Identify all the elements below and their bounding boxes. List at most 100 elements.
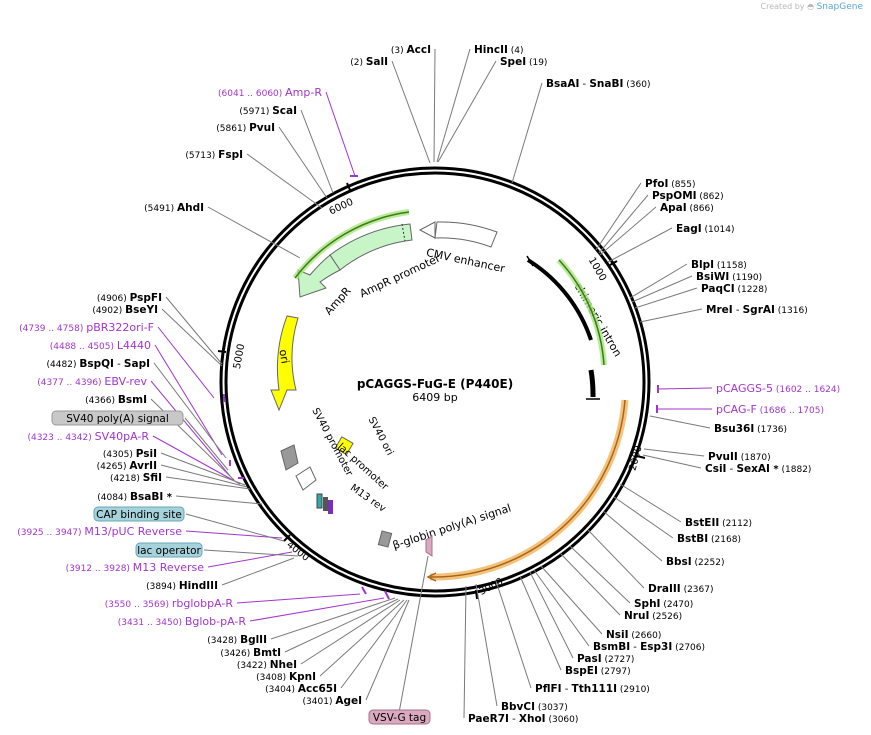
plasmid-length: 6409 bp xyxy=(412,391,457,404)
site-label-pspomi: PspOMI (862) xyxy=(652,190,724,202)
site-label-hindiii: (3894) HindIII xyxy=(146,580,218,592)
site-label-ebv-rev: (4377 .. 4396) EBV-rev xyxy=(37,375,147,388)
leader-line xyxy=(270,597,396,640)
leader-line xyxy=(511,82,543,184)
site-label-sali: (2) SalI xyxy=(350,56,388,68)
site-label-apai: ApaI (866) xyxy=(660,202,714,214)
leader-line xyxy=(150,380,231,477)
leader-line xyxy=(152,435,241,485)
leader-line xyxy=(634,287,698,309)
leader-line xyxy=(475,583,498,707)
leader-line xyxy=(207,206,301,259)
site-label-kpni: (3408) KpnI xyxy=(256,671,316,683)
feature-beta-globin-polya[interactable]: β-globin poly(A) signal xyxy=(377,502,513,553)
site-label-bglob-pa-r: (3431 .. 3450) Bglob-pA-R xyxy=(118,615,247,628)
leader-line xyxy=(540,565,603,635)
site-label-bsabi: (4084) BsaBI * xyxy=(97,491,173,503)
svg-text:lac operator: lac operator xyxy=(137,545,201,557)
snapgene-logo-icon: ◓ xyxy=(807,2,815,11)
site-label-pspfi: (4906) PspFI xyxy=(97,292,162,304)
leader-line xyxy=(437,60,497,163)
leader-line xyxy=(598,194,649,254)
site-label-bsaai: BsaAI - SnaBI (360) xyxy=(546,78,650,90)
svg-text:CAP binding site: CAP binding site xyxy=(96,509,182,521)
boxed-label-vsv-g-tag: VSV-G tag xyxy=(368,709,431,725)
leader-line xyxy=(391,60,431,164)
leader-line xyxy=(436,48,471,163)
leader-line xyxy=(495,580,532,689)
site-label-nsii: NsiI (2660) xyxy=(606,629,661,641)
feature-label-beta-globin-polya: β-globin poly(A) signal xyxy=(391,502,513,553)
leader-line xyxy=(184,417,229,471)
leader-line xyxy=(399,555,429,711)
leader-line xyxy=(221,557,295,586)
site-label-pvuii: PvuII (1870) xyxy=(708,451,771,463)
leader-line xyxy=(529,571,574,659)
site-label-bspei: BspEI (2797) xyxy=(565,665,631,677)
site-label-sfii: (4218) SfiI xyxy=(110,472,162,484)
feature-label-sv40-ori: SV40 ori xyxy=(366,415,395,457)
site-label-bstbi: BstBI (2168) xyxy=(677,533,741,545)
leader-line xyxy=(284,598,399,653)
leader-line xyxy=(161,308,223,367)
watermark-prefix: Created by xyxy=(760,2,805,11)
leader-line xyxy=(559,552,621,616)
site-label-acc65i: (3404) Acc65I xyxy=(265,683,337,695)
site-label-l4440: (4488 .. 4505) L4440 xyxy=(50,339,151,352)
site-label-nrui: NruI (2526) xyxy=(624,610,682,622)
leader-line xyxy=(629,263,688,299)
leader-line xyxy=(463,585,467,719)
tick-label-5000: 5000 xyxy=(232,343,247,370)
leader-line xyxy=(153,362,227,459)
leader-line xyxy=(607,227,673,263)
site-label-amp-r: (6041 .. 6060) Amp-R xyxy=(218,86,322,99)
site-label-sv40pa-r: (4323 .. 4342) SV40pA-R xyxy=(27,430,149,443)
leader-line xyxy=(300,109,334,194)
svg-text:VSV-G tag: VSV-G tag xyxy=(373,712,426,724)
leader-line xyxy=(533,569,590,647)
site-label-paqci: PaqCI (1228) xyxy=(701,283,767,295)
feature-vsvg-tag[interactable] xyxy=(425,535,433,557)
leader-line xyxy=(619,483,682,523)
site-label-paer7i: PaeR7I - XhoI (3060) xyxy=(468,713,578,725)
leader-line xyxy=(365,599,410,701)
site-label-bsiwi: BsiWI (1190) xyxy=(696,271,762,283)
site-label-bbvci: BbvCI (3037) xyxy=(501,701,568,713)
site-label-mrei: MreI - SgrAI (1316) xyxy=(706,304,808,316)
site-label-agei: (3401) AgeI xyxy=(303,695,362,707)
leader-line xyxy=(595,182,642,251)
plasmid-backbone xyxy=(219,166,651,598)
leader-line xyxy=(165,296,223,365)
site-label-m13-puc-reverse: (3925 .. 3947) M13/pUC Reverse xyxy=(17,525,182,538)
boxed-label-lac-operator: lac operator xyxy=(135,542,203,558)
site-label-bspqi: (4482) BspQI - SapI xyxy=(47,358,150,370)
snapgene-watermark: Created by ◓ SnapGene xyxy=(761,2,864,12)
leader-line xyxy=(649,415,711,429)
boxed-label-cap-binding-site: CAP binding site xyxy=(93,506,185,522)
site-label-rbglobpa-r: (3550 .. 3569) rbglobpA-R xyxy=(105,597,234,610)
site-label-bbsi: BbsI (2252) xyxy=(666,556,724,568)
leader-line xyxy=(160,452,246,486)
boxed-label-sv40-poly-a-signal: SV40 poly(A) signal xyxy=(51,410,184,426)
feature-ori[interactable]: ori xyxy=(270,315,299,412)
site-label-draiii: DraIII (2367) xyxy=(648,583,714,595)
site-label-bsmbi: BsmBI - Esp3I (2706) xyxy=(593,641,705,653)
leader-line xyxy=(599,206,657,256)
leader-line xyxy=(203,549,299,557)
site-label-bsteii: BstEII (2112) xyxy=(685,517,752,529)
feature-ampr[interactable]: AmpR AmpR promoter xyxy=(297,223,443,318)
leader-line xyxy=(157,326,215,399)
leader-line xyxy=(340,599,408,689)
site-label-scai: (5971) ScaI xyxy=(239,105,297,117)
site-label-fspi: (5713) FspI xyxy=(185,149,243,161)
leader-line xyxy=(639,308,703,323)
leader-line xyxy=(185,530,283,539)
feature-label-ampr: AmpR xyxy=(322,284,354,317)
feature-orange-arc xyxy=(426,399,629,582)
leader-line xyxy=(300,599,401,665)
leader-line xyxy=(642,454,702,469)
leader-line xyxy=(154,344,223,456)
leader-line xyxy=(160,464,248,488)
